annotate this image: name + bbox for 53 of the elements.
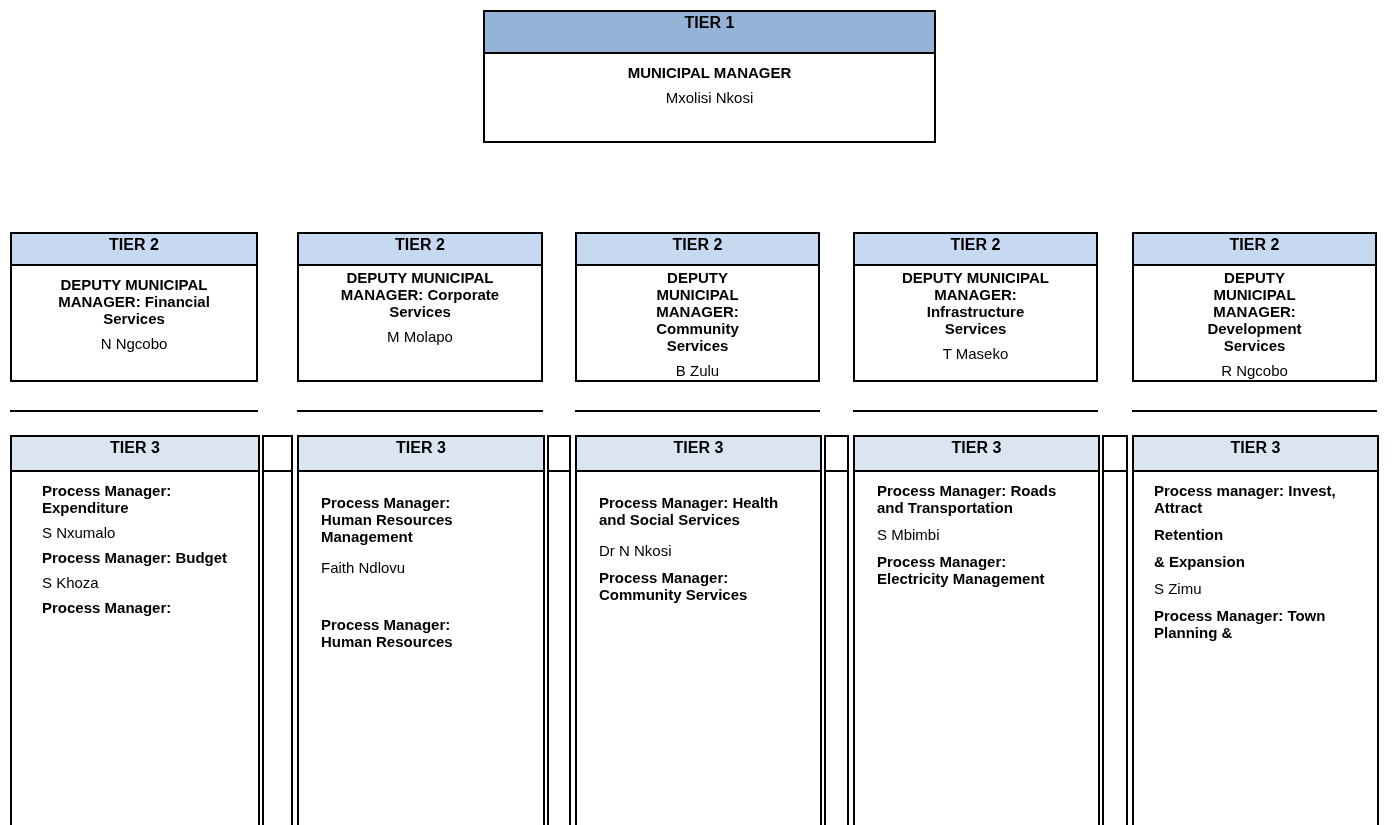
tier-heading: TIER 3 — [1134, 437, 1377, 472]
tier-heading: TIER 1 — [485, 12, 934, 54]
role-title: Process manager: Invest, Attract — [1154, 482, 1337, 516]
person-name: S Khoza — [42, 574, 100, 591]
person-name: Dr N Nkosi — [599, 542, 673, 559]
role-title: Process Manager: Human Resources Management — [321, 494, 454, 545]
person-name: R Ngcobo — [1220, 362, 1289, 379]
person-name: S Mbimbi — [877, 526, 941, 543]
role-title: DEPUTY MUNICIPAL MANAGER: Development Services — [1206, 269, 1303, 354]
role-title: Retention — [1154, 526, 1225, 543]
role-title: Process Manager: Health and Social Services — [599, 494, 780, 528]
org-box — [853, 435, 1100, 825]
role-title: Process Manager: Roads and Transportation — [877, 482, 1058, 516]
org-box — [575, 435, 822, 825]
org-box — [575, 232, 820, 382]
tier-heading: TIER 2 — [1134, 234, 1375, 266]
person-name: T Maseko — [941, 345, 1010, 362]
role-title: DEPUTY MUNICIPAL MANAGER: Financial Services — [57, 276, 211, 327]
person-name: S Zimu — [1154, 580, 1203, 597]
person-name: M Molapo — [386, 328, 454, 345]
role-title: & Expansion — [1154, 553, 1246, 570]
org-box — [297, 232, 543, 382]
tier-heading: TIER 3 — [577, 437, 820, 472]
org-box — [10, 435, 260, 825]
role-title: MUNICIPAL MANAGER — [626, 64, 793, 81]
org-box — [297, 435, 545, 825]
tier-heading: TIER 3 — [299, 437, 543, 472]
org-box — [10, 232, 258, 382]
tier-heading: TIER 2 — [12, 234, 256, 266]
tier-heading: TIER 2 — [299, 234, 541, 266]
person-name: S Nxumalo — [42, 524, 117, 541]
role-title: DEPUTY MUNICIPAL MANAGER: Infrastructure Services — [901, 269, 1050, 337]
person-name: Mxolisi Nkosi — [664, 89, 755, 106]
tier-heading: TIER 3 — [12, 437, 258, 472]
person-name: B Zulu — [674, 362, 721, 379]
org-box — [483, 10, 936, 143]
role-title: DEPUTY MUNICIPAL MANAGER: Corporate Services — [339, 269, 501, 320]
org-box — [853, 232, 1098, 382]
role-title: Process Manager: Budget — [42, 549, 228, 566]
role-title: Process Manager: Town Planning & — [1154, 607, 1327, 641]
role-title: Process Manager: Electricity Management — [877, 553, 1046, 587]
role-title: Process Manager: — [42, 599, 173, 616]
tier-heading: TIER 3 — [855, 437, 1098, 472]
person-name: N Ngcobo — [99, 335, 169, 352]
role-title: DEPUTY MUNICIPAL MANAGER: Community Services — [655, 269, 740, 354]
role-title: Process Manager: Human Resources — [321, 616, 454, 650]
org-box — [1132, 232, 1377, 382]
role-title: Process Manager: Community Services — [599, 569, 749, 603]
org-box — [1132, 435, 1379, 825]
tier-heading: TIER 2 — [577, 234, 818, 266]
tier-heading: TIER 2 — [855, 234, 1096, 266]
role-title: Process Manager: Expenditure — [42, 482, 173, 516]
person-name: Faith Ndlovu — [321, 559, 407, 576]
